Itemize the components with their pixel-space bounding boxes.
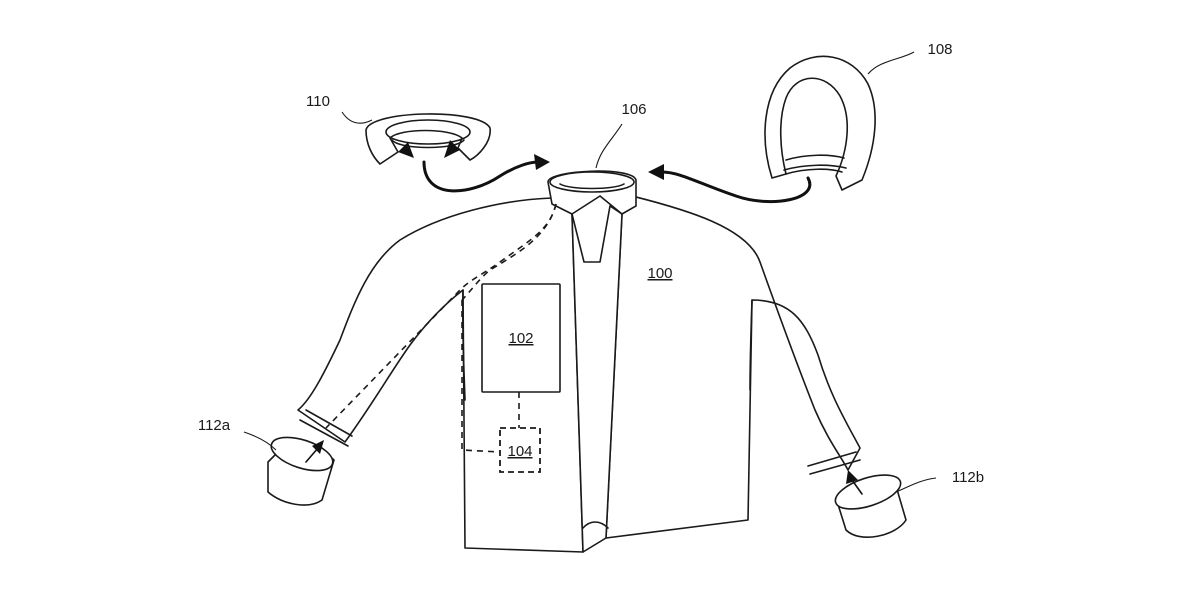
label-108: 108	[927, 41, 952, 58]
right-sleeve-cuff-band	[807, 451, 861, 475]
label-100: 100	[647, 265, 672, 282]
leader-112b	[895, 477, 937, 493]
left-cuff	[267, 436, 335, 506]
wiring-path-collar-to-cuff	[325, 203, 557, 429]
label-104: 104	[507, 443, 532, 460]
label-112b: 112b	[952, 469, 984, 486]
collar	[547, 170, 637, 215]
label-106: 106	[621, 101, 646, 118]
electronics-module: 102	[481, 283, 561, 393]
wiring-path-sleeve	[461, 203, 557, 301]
jacket-right-panel	[605, 195, 861, 539]
leader-108	[867, 51, 915, 75]
leader-110	[341, 111, 373, 124]
left-sleeve-cuff-band	[299, 409, 353, 447]
wiring-path-to-connector	[461, 300, 501, 453]
leader-106	[595, 123, 623, 169]
label-102: 102	[508, 330, 533, 347]
connector-module: 104	[499, 427, 541, 473]
jacket	[297, 195, 861, 553]
arrow-neck-ring-to-collar	[422, 160, 540, 193]
hood	[764, 55, 876, 191]
arrow-hood-to-collar	[660, 170, 812, 203]
label-112a: 112a	[198, 417, 231, 434]
right-cuff	[834, 474, 907, 538]
label-110: 110	[306, 93, 330, 110]
neck-ring	[365, 113, 491, 165]
leader-112a	[243, 431, 277, 451]
